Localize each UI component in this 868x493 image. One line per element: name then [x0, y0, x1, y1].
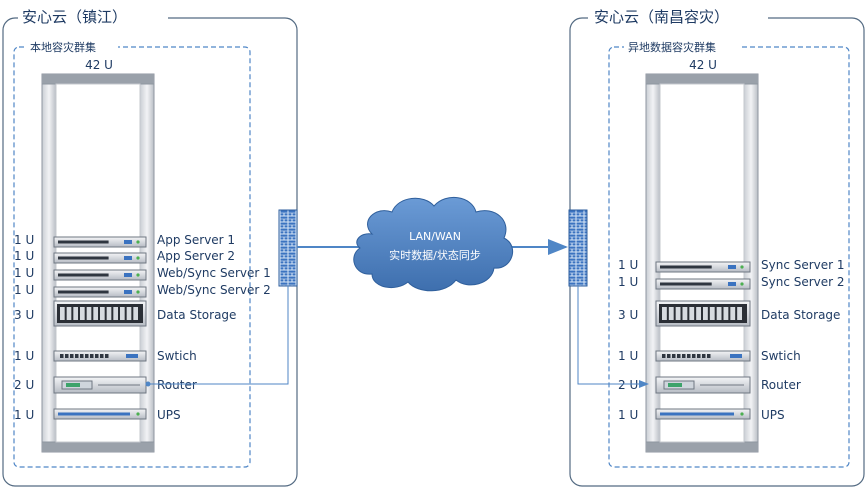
u-label: 1 U: [14, 233, 34, 247]
switch-unit: [655, 350, 751, 362]
u-label: 1 U: [14, 349, 34, 363]
left-u-labels: 1 U 1 U 1 U 1 U 3 U 1 U 2 U 1 U: [14, 233, 34, 422]
u-label: 1 U: [618, 349, 638, 363]
link-left-router-to-firewall: [146, 286, 289, 385]
device-label: Data Storage: [157, 308, 236, 322]
u-label: 1 U: [618, 275, 638, 289]
device-label: UPS: [157, 408, 181, 422]
u-label: 2 U: [14, 378, 34, 392]
ups-unit: [655, 408, 751, 420]
u-label: 1 U: [14, 249, 34, 263]
u-label: 3 U: [14, 308, 34, 322]
router-unit: [53, 376, 147, 394]
device-label: Data Storage: [761, 308, 840, 322]
ups-unit: [53, 408, 147, 420]
device-label: Router: [157, 378, 197, 392]
server-unit: [53, 269, 147, 281]
device-label: App Server 1: [157, 233, 235, 247]
right-cluster-label: 异地数据容灾群集: [628, 40, 716, 54]
device-label: UPS: [761, 408, 785, 422]
u-label: 1 U: [14, 266, 34, 280]
switch-unit: [53, 350, 147, 362]
server-unit: [655, 261, 751, 273]
right-site-title: 安心云（南昌容灾）: [594, 8, 729, 26]
u-label: 1 U: [618, 408, 638, 422]
device-label: Swtich: [157, 349, 197, 363]
u-label: 1 U: [14, 408, 34, 422]
link-right-firewall-to-router: [577, 286, 649, 388]
cloud-icon: LAN/WAN 实时数据/状态同步: [353, 197, 514, 292]
server-unit: [53, 286, 147, 298]
left-cluster-label: 本地容灾群集: [30, 40, 96, 54]
device-label: App Server 2: [157, 249, 235, 263]
firewall-icon: [568, 209, 588, 287]
device-label: Web/Sync Server 1: [157, 266, 271, 280]
device-label: Sync Server 2: [761, 275, 845, 289]
cloud-label-sync: 实时数据/状态同步: [389, 248, 481, 262]
right-device-labels: Sync Server 1 Sync Server 2 Data Storage…: [761, 258, 845, 422]
left-cluster-frame: [13, 46, 251, 468]
left-device-labels: App Server 1 App Server 2 Web/Sync Serve…: [157, 233, 271, 422]
left-site-title: 安心云（镇江）: [22, 8, 127, 26]
server-unit: [53, 236, 147, 248]
device-label: Swtich: [761, 349, 801, 363]
right-u-labels: 1 U 1 U 3 U 1 U 2 U 1 U: [618, 258, 638, 422]
left-rack-units: 42 U: [85, 58, 113, 72]
firewall-icon: [278, 209, 298, 287]
server-unit: [53, 252, 147, 264]
storage-unit: [655, 300, 751, 327]
u-label: 3 U: [618, 308, 638, 322]
u-label: 1 U: [14, 283, 34, 297]
u-label: 2 U: [618, 378, 638, 392]
device-label: Sync Server 1: [761, 258, 845, 272]
router-unit: [655, 376, 751, 394]
device-label: Router: [761, 378, 801, 392]
right-rack-units: 42 U: [689, 58, 717, 72]
u-label: 1 U: [618, 258, 638, 272]
storage-unit: [53, 300, 147, 327]
device-label: Web/Sync Server 2: [157, 283, 271, 297]
cloud-label-network: LAN/WAN: [409, 230, 461, 243]
server-unit: [655, 278, 751, 290]
